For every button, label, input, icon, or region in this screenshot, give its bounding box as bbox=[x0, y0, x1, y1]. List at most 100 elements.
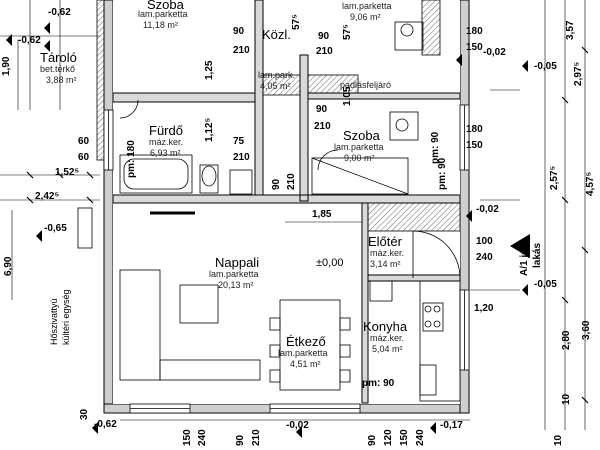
dim-180b: 180 bbox=[466, 26, 483, 37]
dim-005a: -0,05 bbox=[534, 61, 557, 72]
dim-90e: 90 bbox=[367, 434, 378, 446]
room-etkezo-area: 4,51 m² bbox=[290, 359, 321, 369]
dim-30: 30 bbox=[79, 408, 90, 420]
dim-pm90a: pm: 90 bbox=[362, 378, 395, 389]
note-entry2: lakás bbox=[532, 242, 543, 268]
dim-240b: 240 bbox=[197, 429, 208, 446]
room-eloter: Előtér bbox=[368, 234, 402, 249]
dim-120b: 120 bbox=[383, 429, 394, 446]
room-eloter-area: 3,14 m² bbox=[370, 259, 401, 269]
room-nappali-floor: lam.parketta bbox=[209, 269, 259, 279]
room-etkezo: Étkező bbox=[286, 334, 326, 349]
dim-210f: 210 bbox=[286, 173, 297, 190]
dim-190: 1,90 bbox=[1, 56, 12, 76]
room-szoba-mid-floor: lam.parketta bbox=[334, 142, 384, 152]
dim-062c: -0,62 bbox=[94, 419, 117, 430]
dim-60b: 60 bbox=[78, 152, 90, 163]
sofa bbox=[119, 269, 261, 381]
room-szoba-top-floor: lam.parketta bbox=[138, 9, 188, 19]
dim-60a: 60 bbox=[78, 136, 90, 147]
toilet bbox=[199, 164, 219, 194]
dim-002a: -0,02 bbox=[476, 204, 499, 215]
dim-242: 2,42⁵ bbox=[35, 191, 60, 202]
dim-240: 240 bbox=[476, 252, 493, 263]
dim-062b: -0,62 bbox=[18, 35, 41, 46]
dim-210c: 210 bbox=[233, 152, 250, 163]
dim-210b: 210 bbox=[316, 46, 333, 57]
doors bbox=[119, 99, 461, 279]
room-szoba-top-area: 11,18 m² bbox=[143, 20, 178, 30]
dim-10: 10 bbox=[561, 393, 572, 405]
boiler bbox=[229, 169, 253, 195]
dim-90a: 90 bbox=[233, 26, 245, 37]
dim-062a: -0,62 bbox=[48, 7, 71, 18]
dim-280: 2,80 bbox=[561, 330, 572, 350]
room-tarolo: Tároló bbox=[40, 50, 77, 65]
dim-90c: 90 bbox=[316, 104, 328, 115]
dim-90d: 90 bbox=[235, 434, 246, 446]
room-szoba-mid-area: 9,00 m² bbox=[344, 153, 375, 163]
dim-210a: 210 bbox=[233, 45, 250, 56]
dim-120: 1,20 bbox=[474, 303, 494, 314]
room-nappali: Nappali bbox=[215, 255, 260, 270]
dim-100: 100 bbox=[476, 236, 493, 247]
room-kozl-area: 4,05 m² bbox=[260, 81, 291, 91]
dim-180a: 180 bbox=[466, 124, 483, 135]
hatched-walls bbox=[96, 0, 461, 232]
dim-pm90c: pm: 90 bbox=[430, 131, 441, 164]
dim-112: 1,12⁵ bbox=[204, 117, 215, 142]
dimension-lines bbox=[0, 0, 586, 430]
dimension-ticks bbox=[26, 46, 589, 404]
room-tarolo-floor: bet.térkő bbox=[40, 64, 76, 74]
room-szoba-tr-area: 9,06 m² bbox=[350, 12, 381, 22]
note-hoszivattyu: Hőszivattyú bbox=[49, 298, 59, 345]
room-nappali-area: 20,13 m² bbox=[218, 280, 254, 290]
dim-005b: -0,05 bbox=[534, 279, 557, 290]
dim-690: 6,90 bbox=[3, 256, 14, 276]
room-konyha-area: 5,04 m² bbox=[372, 344, 403, 354]
dim-150c: 150 bbox=[182, 429, 193, 446]
dining-table bbox=[269, 299, 351, 391]
desks bbox=[311, 21, 424, 195]
dim-pm180: pm: 180 bbox=[126, 140, 137, 178]
room-szoba-mid: Szoba bbox=[343, 128, 380, 143]
dim-150d: 150 bbox=[399, 429, 410, 446]
dim-065a: -0,65 bbox=[44, 223, 67, 234]
heat-pump-unit bbox=[77, 207, 93, 249]
room-kozl: Közl. bbox=[262, 27, 291, 42]
room-konyha-floor: máz.ker. bbox=[370, 333, 405, 343]
dim-10b: 10 bbox=[553, 434, 564, 446]
dim-90f: 90 bbox=[271, 178, 282, 190]
dim-185: 1,85 bbox=[312, 209, 332, 220]
room-etkezo-floor: lam.parketta bbox=[278, 348, 328, 358]
note-level: ±0,00 bbox=[316, 257, 344, 269]
room-furdo: Fürdő bbox=[149, 123, 183, 138]
level-markers bbox=[6, 22, 528, 438]
note-kulteri: kültéri egység bbox=[61, 289, 71, 345]
dim-360: 3,60 bbox=[581, 320, 592, 340]
note-padlasfeljaro: padlásfeljáró bbox=[340, 80, 392, 90]
room-konyha: Konyha bbox=[363, 319, 408, 334]
dim-90b: 90 bbox=[318, 31, 330, 42]
note-entry: A/1 jelű bbox=[519, 240, 530, 276]
dim-57b: 57⁵ bbox=[342, 24, 353, 40]
dim-105: 1,05 bbox=[342, 86, 353, 106]
room-szoba-top: Szoba bbox=[147, 0, 184, 12]
dim-017: -0,17 bbox=[440, 420, 463, 431]
dim-210d: 210 bbox=[314, 121, 331, 132]
dim-457: 4,57⁵ bbox=[585, 171, 596, 196]
entry-arrow bbox=[510, 234, 530, 258]
dim-357: 3,57 bbox=[565, 20, 576, 40]
dim-240c: 240 bbox=[415, 429, 426, 446]
dim-002b: -0,02 bbox=[483, 47, 506, 58]
room-furdo-floor: máz.ker. bbox=[149, 137, 184, 147]
inner-walls bbox=[112, 0, 461, 404]
room-eloter-floor: máz.ker. bbox=[370, 248, 405, 258]
windows bbox=[103, 104, 470, 414]
kitchen-counter bbox=[369, 280, 461, 402]
room-kozl-floor: lam.park. bbox=[258, 70, 296, 80]
dim-125: 1,25 bbox=[204, 60, 215, 80]
dim-257: 2,57⁵ bbox=[549, 165, 560, 190]
dim-75a: 75 bbox=[233, 136, 245, 147]
